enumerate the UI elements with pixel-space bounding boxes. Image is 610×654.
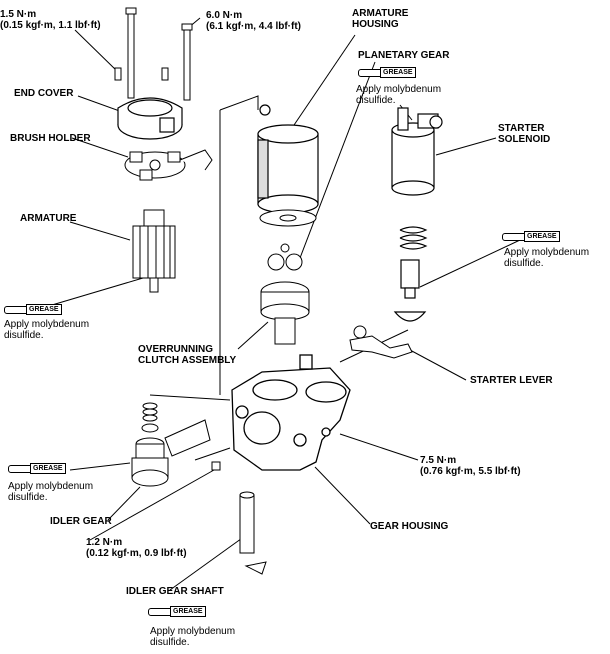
note-armature-2: disulfide. xyxy=(4,330,44,341)
grease-tag: GREASE xyxy=(30,463,66,474)
grease-solenoid: GREASE xyxy=(502,230,572,244)
label-armature: ARMATURE xyxy=(20,213,77,224)
assembly-line-bottom-2 xyxy=(194,447,231,461)
torque-end-cover-sub: (0.15 kgf·m, 1.1 lbf·ft) xyxy=(0,20,101,31)
leader-starter-solenoid xyxy=(435,137,497,156)
leader-starter-lever xyxy=(409,349,467,381)
leader-armature-grease xyxy=(51,277,144,306)
end-cover xyxy=(117,97,183,140)
leader-overrunning xyxy=(237,321,269,350)
leader-brush-holder xyxy=(71,137,129,158)
label-armature-housing-1: ARMATURE xyxy=(352,8,409,19)
note-planetary-2: disulfide. xyxy=(356,95,396,106)
starter-solenoid xyxy=(391,107,443,322)
leader-idler-grease xyxy=(69,462,131,471)
label-brush-holder: BRUSH HOLDER xyxy=(10,133,91,144)
note-idler-2: disulfide. xyxy=(8,492,48,503)
label-end-cover: END COVER xyxy=(14,88,74,99)
leader-solenoid-grease xyxy=(419,239,521,288)
grease-tube-icon xyxy=(8,465,32,473)
assembly-line-left xyxy=(219,95,259,111)
grease-tag: GREASE xyxy=(380,67,416,78)
grease-armature: GREASE xyxy=(4,303,74,317)
torque-bolt-sub: (6.1 kgf·m, 4.4 lbf·ft) xyxy=(206,21,302,32)
planetary-gears xyxy=(259,209,317,271)
leader-idler-shaft xyxy=(169,535,246,591)
torque-gear-housing: 7.5 N·m xyxy=(420,455,457,466)
label-overrunning-2: CLUTCH ASSEMBLY xyxy=(138,355,237,366)
idler-gear xyxy=(131,402,211,487)
grease-idler-shaft: GREASE xyxy=(148,605,218,619)
label-planetary-gear: PLANETARY GEAR xyxy=(358,50,450,61)
label-overrunning-1: OVERRUNNING xyxy=(138,344,214,355)
note-idler-shaft-1: Apply molybdenum xyxy=(150,626,236,637)
note-planetary-1: Apply molybdenum xyxy=(356,84,442,95)
gear-housing xyxy=(231,354,351,471)
note-idler-shaft-2: disulfide. xyxy=(150,637,190,648)
label-gear-housing: GEAR HOUSING xyxy=(370,521,449,532)
torque-bolt: 6.0 N·m xyxy=(206,10,243,21)
leader-armature-housing xyxy=(291,34,356,129)
starter-lever xyxy=(349,325,413,359)
label-starter-lever: STARTER LEVER xyxy=(470,375,553,386)
label-starter-solenoid-2: SOLENOID xyxy=(498,134,551,145)
leader-armature xyxy=(69,221,131,241)
leader-end-cover-torque xyxy=(74,29,119,73)
brush-holder xyxy=(124,149,213,181)
long-bolts xyxy=(114,7,193,101)
label-starter-solenoid-1: STARTER xyxy=(498,123,545,134)
leader-gear-housing-torque xyxy=(339,433,419,461)
label-armature-housing-2: HOUSING xyxy=(352,19,399,30)
overrunning-clutch xyxy=(260,281,310,345)
note-idler-1: Apply molybdenum xyxy=(8,481,94,492)
grease-tube-icon xyxy=(148,608,172,616)
note-armature-1: Apply molybdenum xyxy=(4,319,90,330)
torque-gear-housing-sub: (0.76 kgf·m, 5.5 lbf·ft) xyxy=(420,466,521,477)
grease-tag: GREASE xyxy=(524,231,560,242)
grease-idler: GREASE xyxy=(8,462,78,476)
armature xyxy=(132,209,176,293)
assembly-line-bottom xyxy=(149,394,231,401)
torque-end-cover: 1.5 N·m xyxy=(0,9,37,20)
leader-gear-housing xyxy=(314,466,371,525)
torque-idler: 1.2 N·m xyxy=(86,537,123,548)
leader-planetary-gear xyxy=(299,61,376,259)
note-solenoid-2: disulfide. xyxy=(504,258,544,269)
torque-idler-sub: (0.12 kgf·m, 0.9 lbf·ft) xyxy=(86,548,187,559)
grease-planetary: GREASE xyxy=(358,66,428,80)
note-solenoid-1: Apply molybdenum xyxy=(504,247,590,258)
grease-tag: GREASE xyxy=(26,304,62,315)
leader-idler-torque xyxy=(89,469,215,541)
armature-housing xyxy=(257,104,319,214)
grease-tube-icon xyxy=(358,69,382,77)
label-idler-gear: IDLER GEAR xyxy=(50,516,112,527)
leader-idler-gear xyxy=(107,486,141,521)
grease-tag: GREASE xyxy=(170,606,206,617)
label-idler-gear-shaft: IDLER GEAR SHAFT xyxy=(126,586,224,597)
grease-tube-icon xyxy=(502,233,526,241)
idler-gear-shaft xyxy=(211,461,267,575)
grease-tube-icon xyxy=(4,306,28,314)
